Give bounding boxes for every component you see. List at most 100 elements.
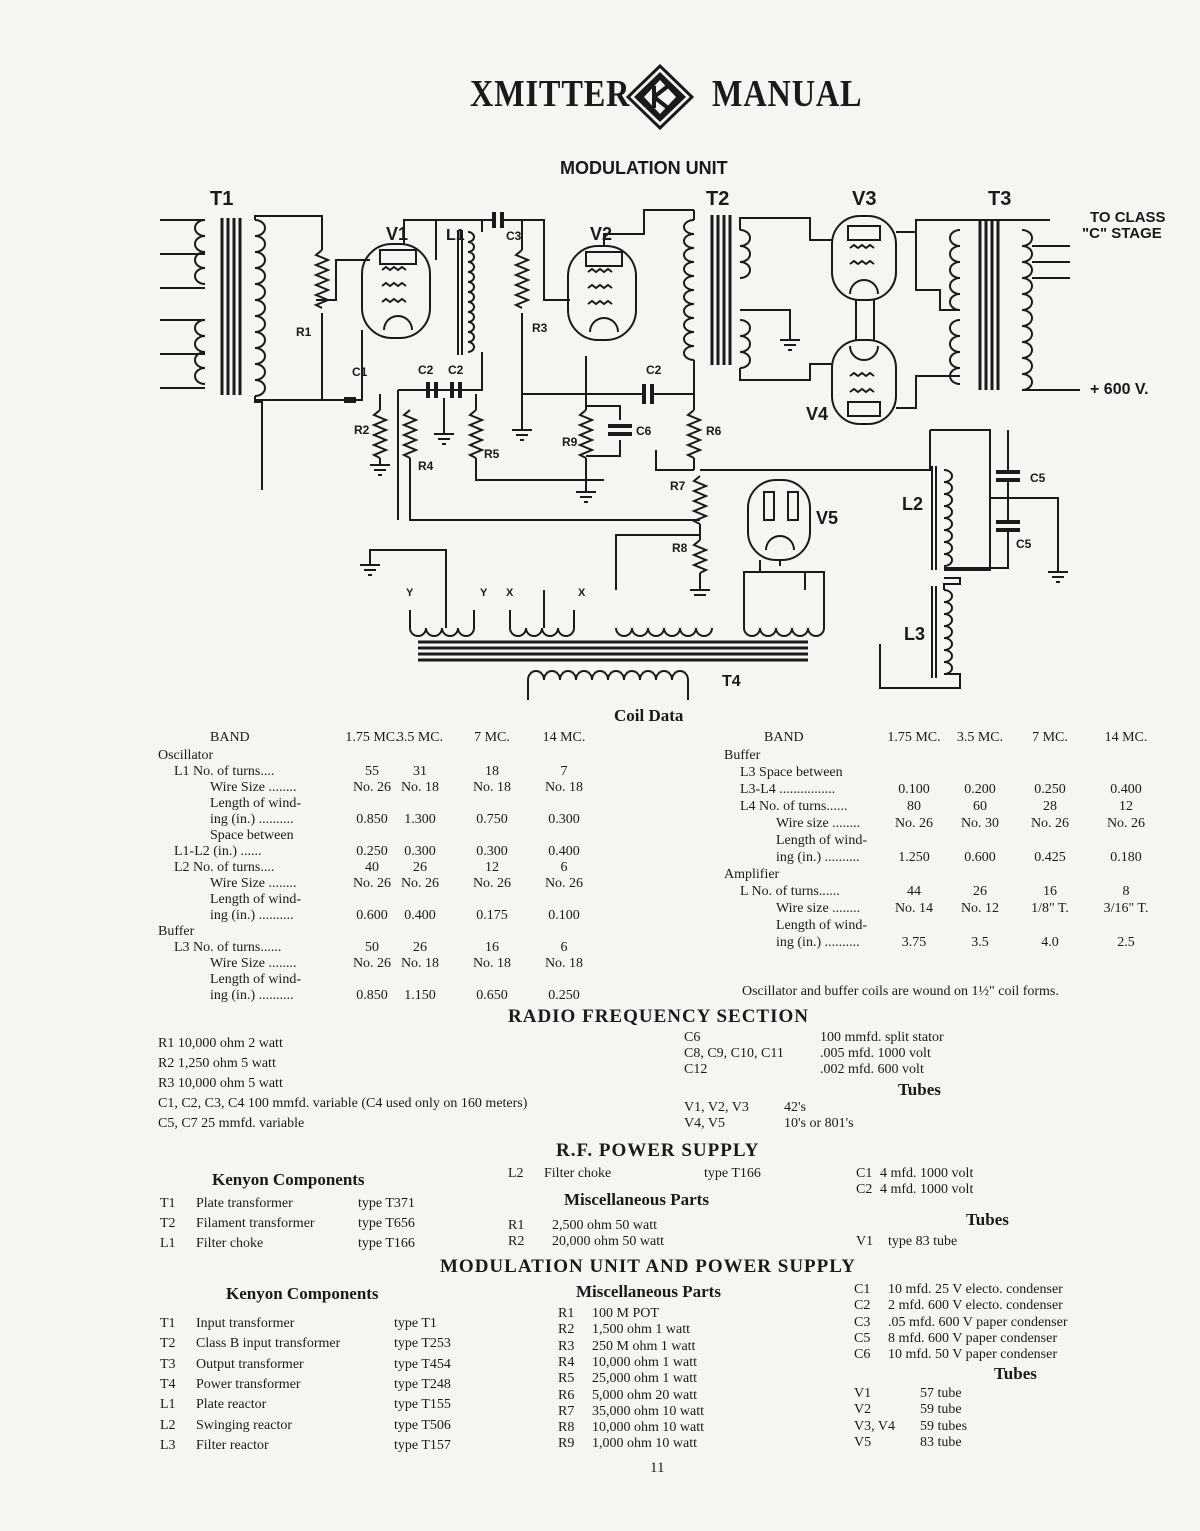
mod-kenyon-row: T1 [160,1316,176,1331]
coil-row-label: L4 No. of turns...... [740,799,848,814]
coil-cell: 0.400 [404,908,436,923]
mod-misc-row: R5 [558,1371,575,1387]
mod-misc-row: R1 [558,1306,575,1321]
label-plus-600: + 600 V. [1090,381,1149,398]
coil-cell: 50 [365,940,379,955]
coil-form-note: Oscillator and buffer coils are wound on… [742,984,1059,999]
coil-row-label: Wire size ........ [776,816,861,831]
mod-kenyon-row: Class B input transformer [196,1336,341,1352]
coil-row-label: ing (in.) .......... [210,812,294,827]
coil-cell: 44 [907,884,921,899]
coil-cell: No. 18 [544,956,584,971]
label-c5a: C5 [1030,471,1046,485]
mod-misc-row: 5,000 ohm 20 watt [592,1387,697,1403]
mod-tubes-title: Tubes [994,1364,1037,1383]
rf-cap-row: C6 [684,1030,701,1045]
mod-kenyon-row: Swinging reactor [196,1417,293,1433]
coil-cell: No. 18 [472,956,512,971]
coil-row-label: L1-L2 (in.) ...... [174,844,262,859]
coil-cell: 6 [560,860,568,875]
label-l2: L2 [902,494,923,514]
mod-tube-row: V2 [854,1402,872,1418]
label-t2: T2 [706,188,729,210]
label-t4: T4 [722,673,741,690]
coil-row-label: Length of wind- [776,918,867,933]
mod-misc-row: R3 [558,1338,575,1354]
coil-header-cell: 7 MC. [474,730,510,745]
coil-cell: No. 26 [1106,816,1146,831]
label-r4: R4 [418,459,434,473]
rfp-cap-row: C1 [856,1166,873,1181]
mod-kenyon-row: L2 [160,1417,176,1433]
mod-misc-row: R2 [558,1322,575,1338]
label-r3: R3 [532,321,548,335]
coil-cell: No. 26 [400,876,440,891]
coil-cell: 3/16" T. [1103,901,1149,916]
mod-kenyon-row: type T1 [394,1316,437,1331]
mod-misc-row: 10,000 ohm 1 watt [592,1354,697,1370]
coil-row-label: L No. of turns...... [740,884,840,899]
rf-part-row: R2 1,250 ohm 5 watt [158,1056,276,1071]
page-number: 11 [650,1460,665,1476]
mod-misc-row: R4 [558,1354,575,1370]
rf-power-kenyon-title: Kenyon Components [212,1170,365,1189]
mod-kenyon-row: T2 [160,1336,176,1352]
coil-cell: 3.5 [971,935,989,950]
coil-cell: 0.100 [898,782,930,797]
rfp-l2-row: L2 [508,1166,524,1181]
rfp-misc-row: 20,000 ohm 50 watt [552,1234,664,1249]
coil-cell: 0.180 [1110,850,1142,865]
coil-row-label: Length of wind- [210,796,301,811]
coil-row-label: L2 No. of turns.... [174,860,275,875]
mod-tube-row: V1 [854,1386,872,1401]
coil-cell: 0.300 [548,812,580,827]
mod-cap-row: 2 mfd. 600 V electo. condenser [888,1298,1063,1314]
coil-cell: 0.850 [356,812,388,827]
rfp-tube-row: V1 [856,1234,874,1249]
label-r9: R9 [562,435,578,449]
coil-cell: 1.300 [404,812,436,827]
mod-misc-title: Miscellaneous Parts [576,1282,721,1301]
label-v2: V2 [590,224,612,244]
mod-kenyon-row: type T155 [394,1397,451,1413]
header-left: XMITTER [470,73,631,115]
coil-cell: 31 [413,764,427,779]
coil-cell: 0.400 [1110,782,1142,797]
label-c-stage: "C" STAGE [1082,225,1162,242]
coil-cell: 26 [413,860,427,875]
coil-cell: No. 26 [894,816,934,831]
coil-header-cell: 14 MC. [1104,730,1148,745]
coil-cell: 60 [973,799,987,814]
rf-tubes-title: Tubes [898,1080,941,1099]
mod-cap-row: 10 mfd. 50 V paper condenser [888,1347,1057,1363]
coil-row-label: L3 No. of turns...... [174,940,282,955]
coil-cell: No. 18 [400,780,440,795]
coil-cell: 0.400 [548,844,580,859]
coil-cell: 0.600 [964,850,996,865]
coil-row-label: Amplifier [724,867,780,882]
coil-cell: 6 [560,940,568,955]
label-c5b: C5 [1016,537,1032,551]
schematic-title: MODULATION UNIT [560,158,728,178]
mod-kenyon-row: Filter reactor [196,1437,269,1453]
mod-kenyon-row: type T506 [394,1417,451,1433]
coil-header-cell: 14 MC. [542,730,586,745]
label-x2: X [578,587,586,599]
label-r7: R7 [670,479,686,493]
label-x1: X [506,587,514,599]
mod-kenyon-row: Input transformer [196,1316,295,1331]
coil-cell: 0.300 [476,844,508,859]
coil-cell: 26 [413,940,427,955]
mod-kenyon-row: type T454 [394,1356,451,1372]
coil-cell: 1/8" T. [1031,901,1069,916]
mod-misc-row: 10,000 ohm 10 watt [592,1420,704,1436]
label-t1: T1 [210,188,233,210]
coil-row-label: Length of wind- [210,972,301,987]
coil-cell: 80 [907,799,921,814]
coil-cell: 4.0 [1041,935,1059,950]
rfp-cap-row: 4 mfd. 1000 volt [880,1182,974,1197]
rfp-kenyon-row: type T371 [358,1196,415,1211]
coil-cell: 0.300 [404,844,436,859]
rf-part-row: R3 10,000 ohm 5 watt [158,1076,283,1091]
coil-cell: 0.200 [964,782,996,797]
